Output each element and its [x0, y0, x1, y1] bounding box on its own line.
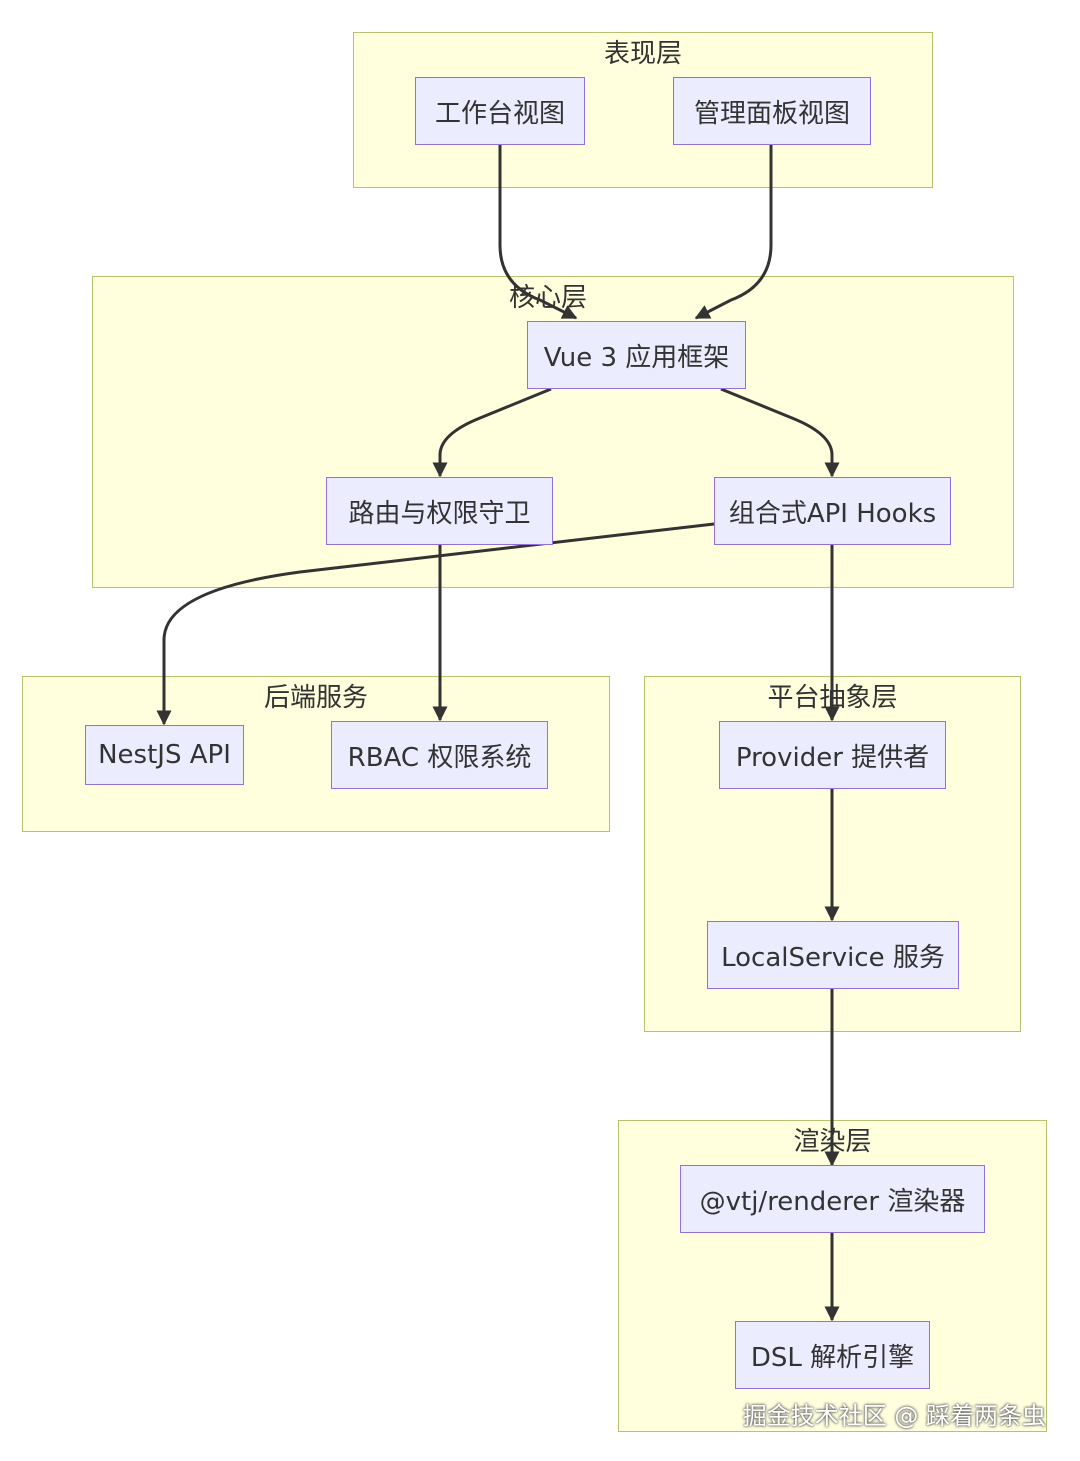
node-provider: Provider 提供者 [719, 721, 946, 789]
node-admin-panel-view: 管理面板视图 [673, 77, 871, 145]
node-workbench-view: 工作台视图 [415, 77, 585, 145]
node-vtj-renderer: @vtj/renderer 渲染器 [680, 1165, 985, 1233]
watermark-text: 掘金技术社区 @ 踩着两条虫 [742, 1402, 1046, 1430]
node-localservice: LocalService 服务 [707, 921, 959, 989]
cluster-title-core: 核心层 [508, 283, 587, 313]
node-vue3-framework: Vue 3 应用框架 [527, 321, 746, 389]
cluster-title-presentation: 表现层 [603, 39, 682, 69]
cluster-title-backend: 后端服务 [263, 683, 368, 713]
node-composition-api-hooks: 组合式API Hooks [714, 477, 951, 545]
cluster-title-render: 渲染层 [793, 1127, 872, 1157]
node-dsl-parser-engine: DSL 解析引擎 [735, 1321, 930, 1389]
node-router-permission-guard: 路由与权限守卫 [326, 477, 553, 545]
node-nestjs-api: NestJS API [85, 725, 244, 785]
cluster-title-platform: 平台抽象层 [767, 683, 898, 713]
node-rbac-permission-system: RBAC 权限系统 [331, 721, 548, 789]
